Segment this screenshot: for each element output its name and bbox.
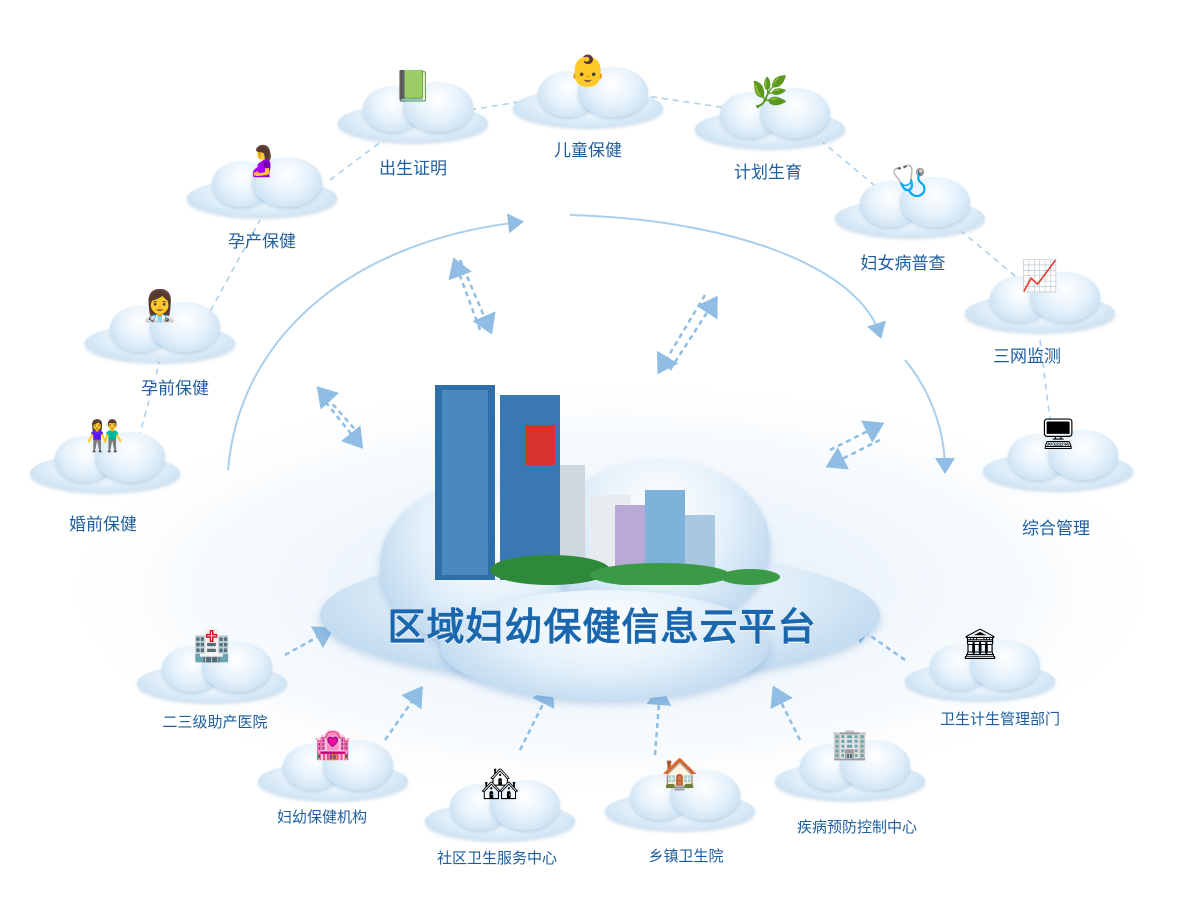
service-label: 孕产保健 <box>228 232 296 252</box>
cloud-icon <box>258 740 408 800</box>
service-label: 三网监测 <box>993 347 1061 367</box>
community-center-icon: 🏘 <box>480 766 520 802</box>
institution-label: 妇幼保健机构 <box>276 808 368 826</box>
dashboard-monitor-icon: 🖥 <box>1038 416 1078 452</box>
cloud-icon <box>85 302 235 362</box>
service-label: 出生证明 <box>379 159 447 179</box>
couple-icon: 👫 <box>86 418 124 454</box>
government-building-icon: 🏛 <box>960 626 1000 662</box>
service-label: 计划生育 <box>734 163 802 183</box>
city-buildings-icon <box>435 385 780 585</box>
cloud-icon <box>695 88 845 148</box>
family-planning-logo-icon: 🌿 <box>751 74 789 110</box>
service-label: 孕前保健 <box>141 379 209 399</box>
township-clinic-icon: 🏠 <box>661 756 699 792</box>
medical-exam-icon: 🩺 <box>891 163 929 199</box>
cloud-icon <box>30 432 180 492</box>
orbit-arrow-right <box>904 359 955 474</box>
baby-icon: 👶 <box>569 53 607 89</box>
institution-label: 二三级助产医院 <box>162 713 268 731</box>
cloud-icon <box>835 177 985 237</box>
cloud-icon <box>338 82 488 142</box>
platform-title: 区域妇幼保健信息云平台 <box>387 605 817 649</box>
data-flow-arrows <box>284 257 906 756</box>
orbit-arrow-top-right <box>569 214 887 339</box>
cdc-building-icon: 🏢 <box>831 726 869 762</box>
pregnancy-ultrasound-icon: 🤰 <box>243 143 281 179</box>
cloud-icon <box>137 642 287 702</box>
cloud-icon <box>425 780 575 840</box>
consultation-icon: 👩‍⚕️ <box>141 288 179 324</box>
orbit-arrow-left <box>227 213 524 471</box>
certificate-icon: 📗 <box>394 68 432 104</box>
institution-label: 卫生计生管理部门 <box>939 710 1061 728</box>
maternal-child-buildings-icon: 🏩 <box>314 726 352 762</box>
cloud-icon <box>905 640 1055 700</box>
service-label: 综合管理 <box>1022 519 1090 539</box>
cloud-icon <box>605 770 755 830</box>
service-label: 婚前保健 <box>69 515 137 535</box>
cloud-icon <box>983 430 1133 490</box>
cloud-icon <box>513 67 663 127</box>
hospital-buildings-icon: 🏥 <box>193 628 231 664</box>
institution-label: 疾病预防控制中心 <box>796 818 918 836</box>
monitor-screens-icon: 📈 <box>1021 258 1059 294</box>
service-label: 儿童保健 <box>554 141 622 161</box>
service-label: 妇女病普查 <box>860 254 946 274</box>
institution-label: 社区卫生服务中心 <box>436 849 558 867</box>
institution-label: 乡镇卫生院 <box>648 847 724 865</box>
cloud-icon <box>187 157 337 217</box>
cloud-icon <box>965 272 1115 332</box>
cloud-icon <box>775 740 925 800</box>
